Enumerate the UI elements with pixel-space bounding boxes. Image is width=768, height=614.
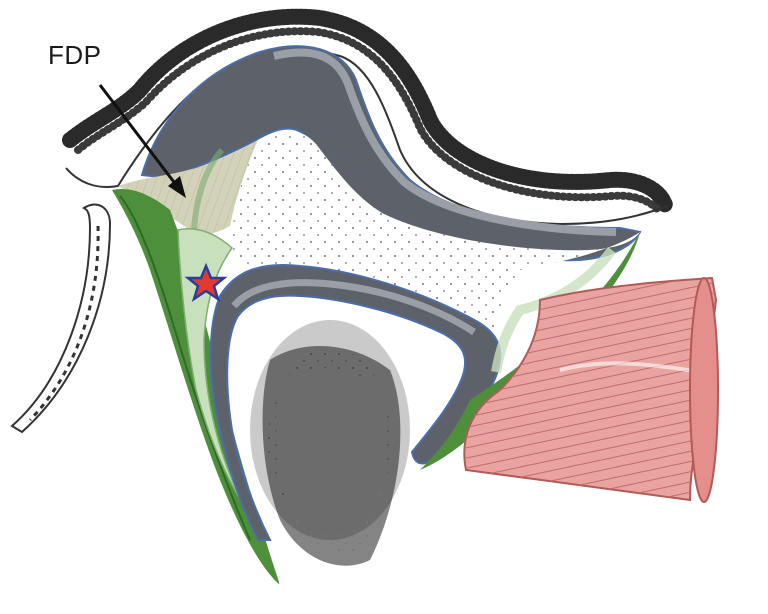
ear-canal-outline <box>10 203 112 434</box>
star-icon <box>184 262 228 302</box>
trabecular-bone <box>250 320 410 566</box>
articular-eminence <box>140 45 642 262</box>
condyle-cortex <box>209 264 502 541</box>
anterior-ligament <box>420 232 640 470</box>
fdp-arrow <box>98 84 186 198</box>
lateral-pterygoid-muscle <box>463 276 719 503</box>
glenoid-outline <box>65 50 669 226</box>
fdp-label: FDP <box>48 40 102 70</box>
stippled-bone-edge <box>62 8 673 213</box>
